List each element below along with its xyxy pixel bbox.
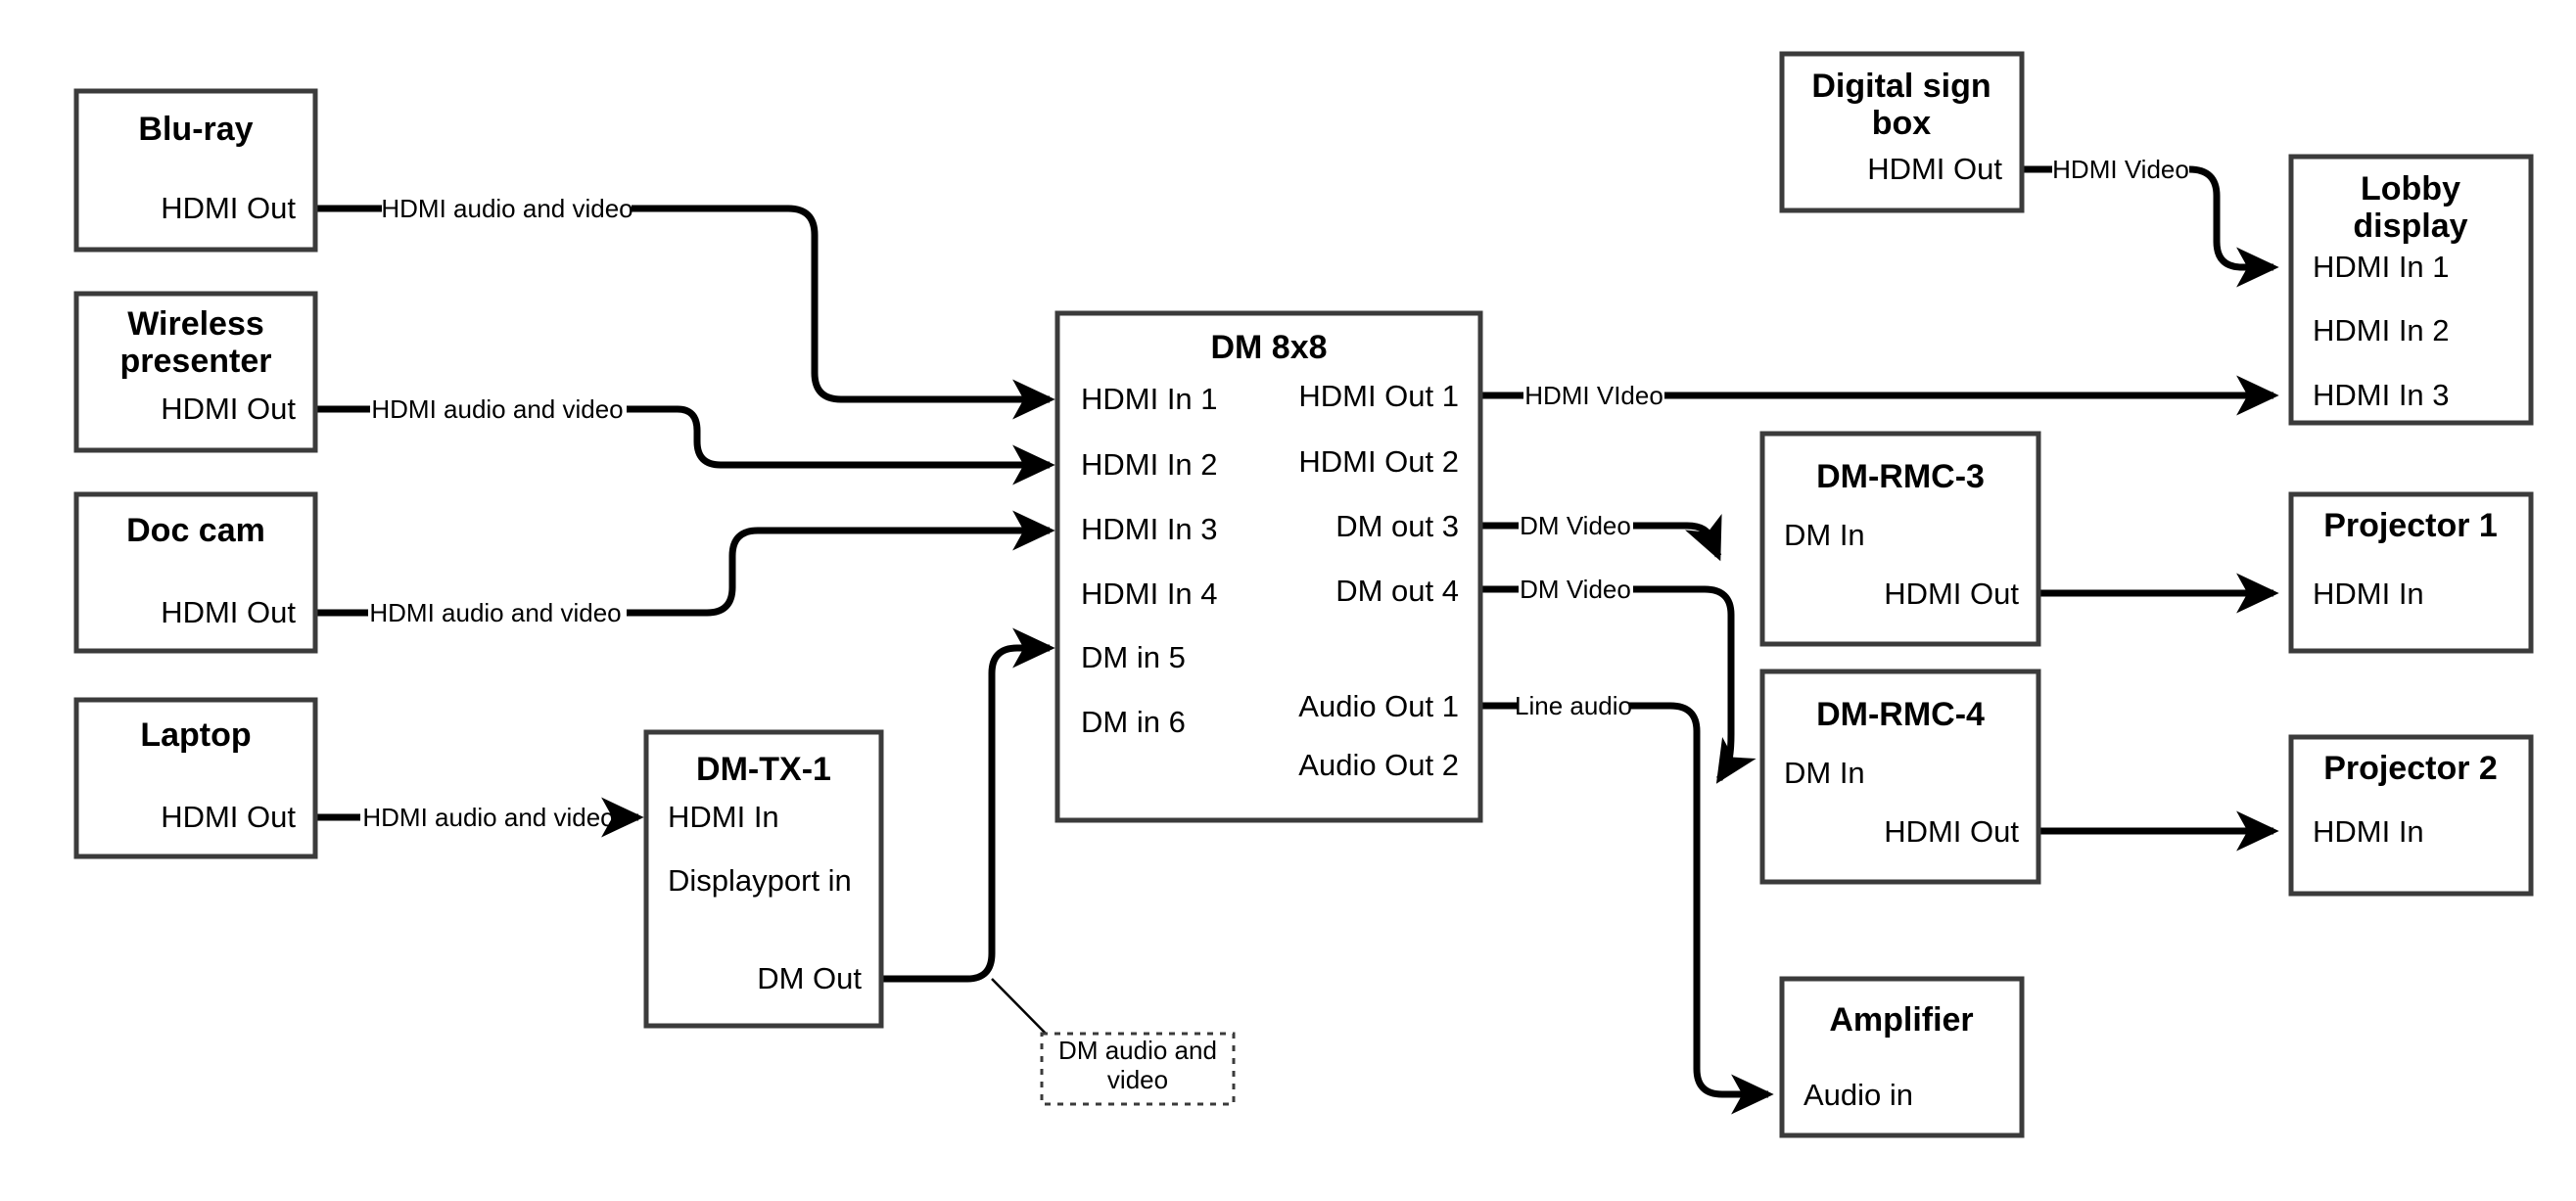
node-dm-rmc-3[interactable]: DM-RMC-3 DM In HDMI Out — [1759, 431, 2041, 647]
callout-dm-audio-video: DM audio and video — [1040, 1032, 1236, 1106]
port-dmrmc4-dm-in: DM In — [1784, 756, 1865, 790]
link-wireless-to-dm-in2: HDMI audio and video — [315, 394, 1055, 485]
port-dm8x8-audio-out-1: Audio Out 1 — [1298, 689, 1459, 723]
node-title-dmtx1: DM-TX-1 — [696, 751, 831, 788]
node-bluray[interactable]: Blu-ray HDMI Out — [73, 88, 318, 253]
link-label-line-audio: Line audio — [1515, 691, 1632, 720]
port-lobby-hdmi-in-2: HDMI In 2 — [2313, 313, 2450, 347]
port-lobby-hdmi-in-1: HDMI In 1 — [2313, 250, 2450, 284]
link-dmtx1-to-dm-in5 — [881, 627, 1056, 1044]
link-label-hdmi-video-out1: HDMI VIdeo — [1524, 381, 1663, 410]
port-bluray-hdmi-out: HDMI Out — [161, 191, 296, 225]
port-doccam-hdmi-out: HDMI Out — [161, 595, 296, 629]
node-title-doccam: Doc cam — [126, 512, 265, 549]
link-label-doccam: HDMI audio and video — [369, 598, 621, 627]
port-dmtx1-displayport-in: Displayport in — [668, 863, 852, 898]
port-dm8x8-dm-out-4: DM out 4 — [1335, 574, 1459, 608]
link-doccam-to-dm-in3: HDMI audio and video — [315, 510, 1055, 627]
link-bluray-to-dm-in1: HDMI audio and video — [315, 194, 1055, 420]
node-dm-tx-1[interactable]: DM-TX-1 HDMI In Displayport in DM Out — [643, 729, 884, 1029]
port-lobby-hdmi-in-3: HDMI In 3 — [2313, 378, 2450, 412]
node-title-dm8x8: DM 8x8 — [1210, 329, 1327, 366]
port-dm8x8-hdmi-in-1: HDMI In 1 — [1081, 382, 1218, 416]
port-dmrmc4-hdmi-out: HDMI Out — [1884, 814, 2019, 849]
node-title-dmrmc3: DM-RMC-3 — [1816, 458, 1985, 495]
node-title-dmrmc4: DM-RMC-4 — [1816, 696, 1985, 733]
node-laptop[interactable]: Laptop HDMI Out — [73, 697, 318, 859]
node-amplifier[interactable]: Amplifier Audio in — [1779, 976, 2025, 1138]
port-laptop-hdmi-out: HDMI Out — [161, 800, 296, 834]
port-dm8x8-hdmi-out-2: HDMI Out 2 — [1298, 444, 1459, 479]
node-title-amplifier: Amplifier — [1829, 1001, 1973, 1039]
port-dm8x8-dm-in-5: DM in 5 — [1081, 640, 1186, 674]
port-dm8x8-hdmi-in-3: HDMI In 3 — [1081, 512, 1218, 546]
port-projector2-hdmi-in: HDMI In — [2313, 814, 2424, 849]
node-dm-rmc-4[interactable]: DM-RMC-4 DM In HDMI Out — [1759, 669, 2041, 885]
link-label-wireless: HDMI audio and video — [371, 394, 623, 424]
link-label-bluray: HDMI audio and video — [381, 194, 632, 223]
link-label-dm-video-3: DM Video — [1520, 511, 1631, 540]
port-dm8x8-audio-out-2: Audio Out 2 — [1298, 748, 1459, 782]
port-dm8x8-dm-in-6: DM in 6 — [1081, 705, 1186, 739]
port-dmtx1-dm-out: DM Out — [757, 961, 862, 995]
node-title-bluray: Blu-ray — [138, 111, 253, 148]
node-title-digitalsign-line2: box — [1872, 105, 1932, 142]
link-dm-out4-to-rmc4: DM Video — [1480, 575, 1756, 784]
node-title-lobby-line2: display — [2353, 208, 2467, 245]
node-title-digitalsign-line1: Digital sign — [1811, 68, 1991, 105]
node-title-wireless-line2: presenter — [120, 343, 272, 380]
port-dm8x8-hdmi-out-1: HDMI Out 1 — [1298, 379, 1459, 413]
node-title-projector1: Projector 1 — [2323, 507, 2498, 544]
node-title-wireless-line1: Wireless — [127, 305, 264, 343]
port-dm8x8-hdmi-in-4: HDMI In 4 — [1081, 577, 1218, 611]
node-doc-cam[interactable]: Doc cam HDMI Out — [73, 491, 318, 654]
node-dm-8x8[interactable]: DM 8x8 HDMI In 1 HDMI In 2 HDMI In 3 HDM… — [1054, 310, 1483, 823]
port-wireless-hdmi-out: HDMI Out — [161, 392, 296, 426]
link-laptop-to-dmtx1: HDMI audio and video — [315, 797, 644, 838]
link-label-dm-video-4: DM Video — [1520, 575, 1631, 604]
port-dm8x8-hdmi-in-2: HDMI In 2 — [1081, 447, 1218, 482]
link-sign-to-lobby-in1: HDMI Video — [2022, 155, 2279, 288]
port-dmrmc3-dm-in: DM In — [1784, 518, 1865, 552]
port-dm8x8-dm-out-3: DM out 3 — [1335, 509, 1459, 543]
node-wireless-presenter[interactable]: Wireless presenter HDMI Out — [73, 291, 318, 453]
port-projector1-hdmi-in: HDMI In — [2313, 577, 2424, 611]
node-projector-2[interactable]: Projector 2 HDMI In — [2288, 734, 2534, 897]
port-dmrmc3-hdmi-out: HDMI Out — [1884, 577, 2019, 611]
callout-line1: DM audio and — [1058, 1036, 1217, 1065]
link-dm-out3-to-rmc3: DM Video — [1480, 511, 1722, 562]
port-amplifier-audio-in: Audio in — [1803, 1078, 1913, 1112]
port-digitalsign-hdmi-out: HDMI Out — [1867, 152, 2002, 186]
node-projector-1[interactable]: Projector 1 HDMI In — [2288, 491, 2534, 654]
port-dmtx1-hdmi-in: HDMI In — [668, 800, 779, 834]
link-dm-audio1-to-amp: Line audio — [1480, 691, 1774, 1115]
node-digital-sign-box[interactable]: Digital sign box HDMI Out — [1779, 51, 2025, 213]
node-lobby-display[interactable]: Lobby display HDMI In 1 HDMI In 2 HDMI I… — [2288, 154, 2534, 426]
callout-line2: video — [1107, 1065, 1168, 1094]
link-label-laptop: HDMI audio and video — [362, 803, 614, 832]
node-title-laptop: Laptop — [140, 716, 251, 754]
node-title-lobby-line1: Lobby — [2361, 170, 2460, 208]
link-dm-out1-to-lobby-in3: HDMI VIdeo — [1480, 375, 2279, 416]
node-title-projector2: Projector 2 — [2323, 750, 2498, 787]
link-label-hdmi-video-sign: HDMI Video — [2052, 155, 2189, 184]
